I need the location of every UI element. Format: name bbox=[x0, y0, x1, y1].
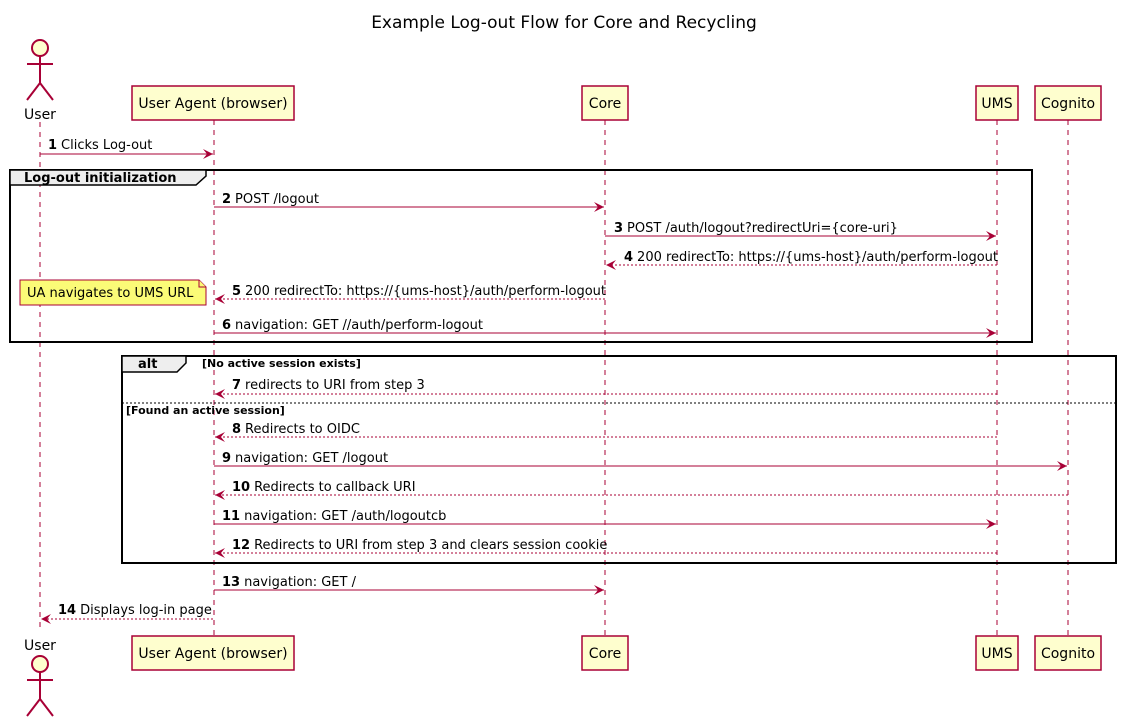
group-alt: alt [No active session exists] [Found an… bbox=[121, 355, 1117, 564]
user-actor-icon bbox=[26, 655, 54, 717]
actor-user-bottom: User bbox=[24, 638, 56, 717]
alt-title: alt bbox=[138, 357, 157, 372]
note-ua-navigates: UA navigates to UMS URL bbox=[19, 279, 207, 306]
group-title: Log-out initialization bbox=[24, 171, 177, 186]
participant-label-core: Core bbox=[589, 96, 621, 112]
participant-label-user: User bbox=[24, 107, 56, 123]
group-logout-initialization: Log-out initialization bbox=[9, 169, 1033, 343]
participant-label-core-bottom: Core bbox=[589, 646, 621, 662]
participant-ums-bottom: UMS bbox=[975, 635, 1019, 671]
participant-label-cognito: Cognito bbox=[1041, 96, 1095, 112]
participant-label-ums-bottom: UMS bbox=[981, 646, 1012, 662]
participant-cognito-top: Cognito bbox=[1034, 85, 1102, 121]
participant-label-ums: UMS bbox=[981, 96, 1012, 112]
alt-condition-2: [Found an active session] bbox=[126, 404, 285, 417]
participant-ums-top: UMS bbox=[975, 85, 1019, 121]
user-actor-icon bbox=[26, 39, 54, 101]
participant-core-top: Core bbox=[581, 85, 629, 121]
participant-label-ua-bottom: User Agent (browser) bbox=[138, 646, 287, 662]
participant-label-ua: User Agent (browser) bbox=[138, 96, 287, 112]
actor-user-top: User bbox=[24, 39, 56, 123]
alt-condition-1: [No active session exists] bbox=[202, 357, 361, 370]
participant-label-cognito-bottom: Cognito bbox=[1041, 646, 1095, 662]
note-text: UA navigates to UMS URL bbox=[27, 286, 194, 301]
participant-ua-top: User Agent (browser) bbox=[131, 85, 295, 121]
participant-cognito-bottom: Cognito bbox=[1034, 635, 1102, 671]
diagram-title: Example Log-out Flow for Core and Recycl… bbox=[371, 13, 757, 33]
participant-ua-bottom: User Agent (browser) bbox=[131, 635, 295, 671]
participant-label-user-bottom: User bbox=[24, 638, 56, 654]
participant-core-bottom: Core bbox=[581, 635, 629, 671]
